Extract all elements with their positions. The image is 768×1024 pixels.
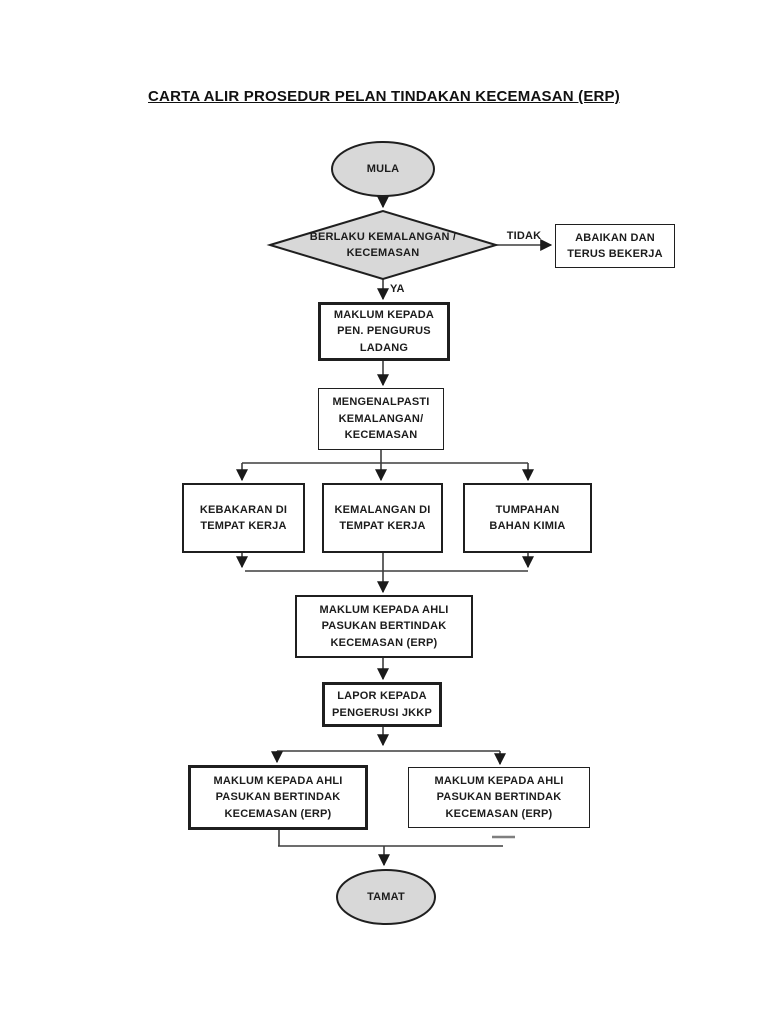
node-kemalangan: KEMALANGAN DI TEMPAT KERJA bbox=[322, 483, 443, 553]
connector-lines bbox=[236, 196, 553, 867]
decision-node-label: BERLAKU KEMALANGAN / KECEMASAN bbox=[309, 230, 457, 260]
end-ellipse bbox=[336, 869, 436, 925]
page-title: CARTA ALIR PROSEDUR PELAN TINDAKAN KECEM… bbox=[148, 88, 620, 105]
branch-yes-label: YA bbox=[390, 283, 405, 296]
end-node-label: TAMAT bbox=[367, 890, 405, 903]
node-kebakaran: KEBAKARAN DI TEMPAT KERJA bbox=[182, 483, 305, 553]
node-maklum-pengurus-ladang: MAKLUM KEPADA PEN. PENGURUS LADANG bbox=[318, 302, 450, 361]
node-mengenalpasti: MENGENALPASTI KEMALANGAN/ KECEMASAN bbox=[318, 388, 444, 450]
node-lapor-pengerusi-jkkp: LAPOR KEPADA PENGERUSI JKKP bbox=[322, 682, 442, 727]
node-maklum-erp-right: MAKLUM KEPADA AHLI PASUKAN BERTINDAK KEC… bbox=[408, 767, 590, 828]
start-ellipse bbox=[331, 141, 435, 197]
node-maklum-erp: MAKLUM KEPADA AHLI PASUKAN BERTINDAK KEC… bbox=[295, 595, 473, 658]
node-maklum-erp-left: MAKLUM KEPADA AHLI PASUKAN BERTINDAK KEC… bbox=[188, 765, 368, 830]
start-node-label: MULA bbox=[366, 162, 400, 175]
node-tumpahan-bahan-kimia: TUMPAHAN BAHAN KIMIA bbox=[463, 483, 592, 553]
node-abaikan-terus-bekerja: ABAIKAN DAN TERUS BEKERJA bbox=[555, 224, 675, 268]
branch-no-label: TIDAK bbox=[506, 230, 542, 243]
decision-diamond-shape bbox=[266, 209, 500, 281]
